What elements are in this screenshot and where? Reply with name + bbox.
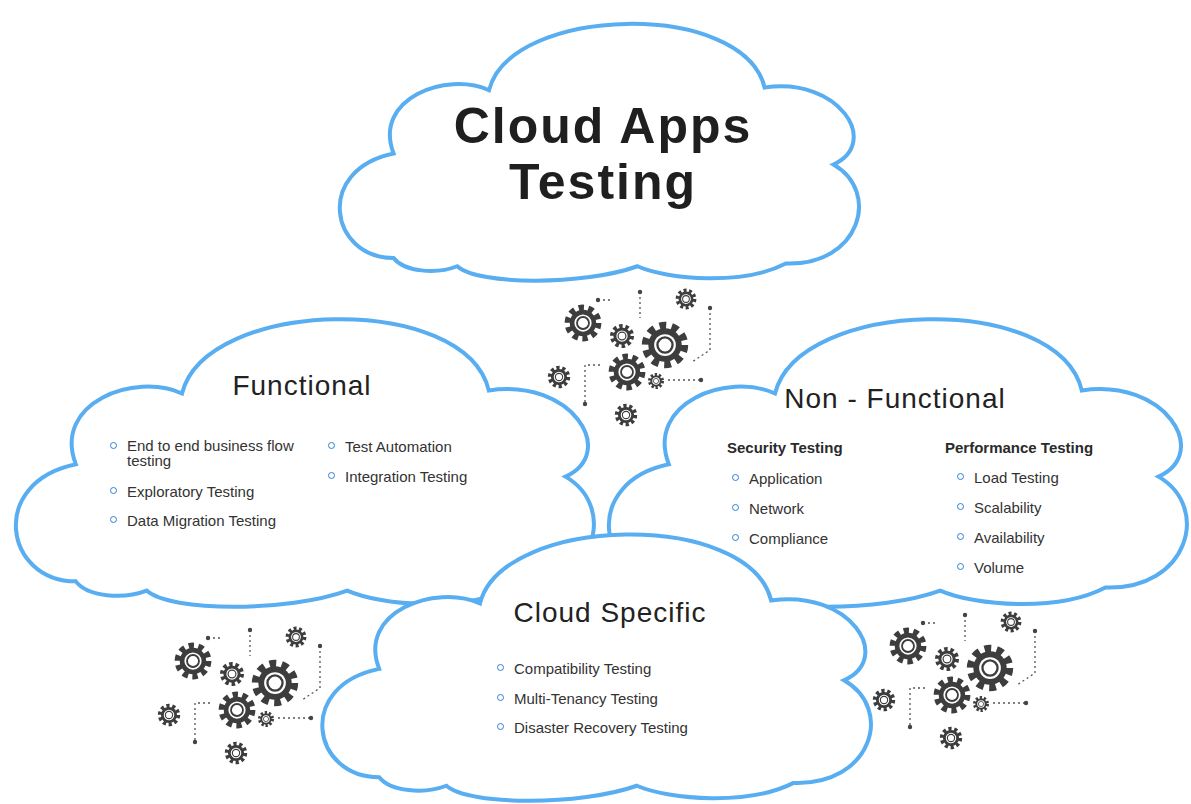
group-heading: Cloud Specific	[514, 597, 707, 629]
bullet-item: Compatibility Testing	[514, 660, 651, 677]
group-heading: Non - Functional	[784, 383, 1005, 415]
bullet-item: Disaster Recovery Testing	[514, 719, 688, 736]
bullet-item: Multi-Tenancy Testing	[514, 690, 658, 707]
subgroup-heading: Performance Testing	[945, 439, 1093, 456]
bullet-item: Load Testing	[974, 469, 1059, 486]
bullet-item: Exploratory Testing	[127, 483, 254, 500]
group-heading: Functional	[232, 370, 371, 402]
gear-cluster	[160, 628, 322, 762]
bullet-item: Compliance	[749, 530, 828, 547]
cloud-shape: FunctionalEnd to end business flow testi…	[5, 298, 595, 606]
bullet-item: Network	[749, 500, 804, 517]
subgroup-heading: Security Testing	[727, 439, 843, 456]
bullet-item: Volume	[974, 559, 1024, 576]
cloud-outline	[5, 298, 595, 606]
bullet-item: Application	[749, 470, 822, 487]
bullet-item: Data Migration Testing	[127, 512, 276, 529]
cloud-title: Cloud Apps Testing	[423, 98, 783, 210]
bullet-item: Availability	[974, 529, 1045, 546]
bullet-item: Test Automation	[345, 438, 452, 455]
cloud-outline-path	[340, 24, 859, 281]
bullet-item: Integration Testing	[345, 468, 467, 485]
cloud-shape: Cloud Apps Testing	[330, 5, 860, 280]
bullet-item: Scalability	[974, 499, 1042, 516]
bullet-item: End to end business flow testing	[127, 438, 305, 468]
cloud-shape: Cloud SpecificCompatibility TestingMulti…	[312, 515, 872, 800]
cloud-outline-path	[16, 319, 594, 607]
gear-cluster	[875, 613, 1037, 747]
cloud-outline	[312, 515, 872, 800]
cloud-outline-path	[322, 535, 871, 801]
